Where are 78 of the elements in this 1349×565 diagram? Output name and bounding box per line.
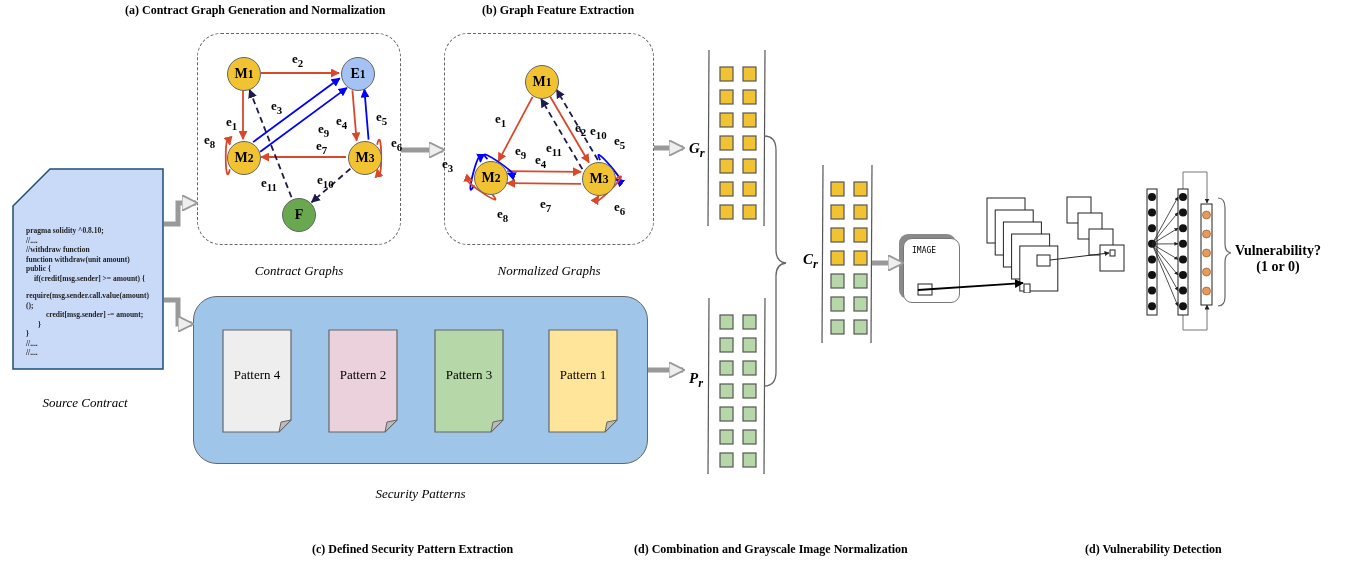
edge-label: e$_{2}$: [575, 121, 587, 138]
arrow: [483, 153, 517, 181]
pattern-document: [328, 329, 398, 433]
arrow: [469, 153, 485, 191]
edge-label: e$_{10}$: [590, 124, 607, 141]
edge-label: e$_{10}$: [317, 173, 334, 190]
block-arrow: [401, 141, 446, 159]
pattern-label: Pattern 3: [444, 367, 494, 383]
pattern-label: Pattern 4: [232, 367, 282, 383]
output-label: Vulnerability? (1 or 0): [1234, 243, 1322, 275]
section-title: (a) Contract Graph Generation and Normalization: [125, 3, 386, 18]
edge-label: e$_{4}$: [336, 114, 348, 131]
block-arrow: [872, 254, 905, 272]
edge-label: e$_{5}$: [614, 134, 626, 151]
arrow: [360, 88, 370, 141]
arrow: [223, 135, 232, 176]
edge-label: e$_{6}$: [391, 136, 403, 153]
graph-node: F: [282, 198, 316, 232]
section-title: (b) Graph Feature Extraction: [482, 3, 635, 18]
panel-caption: Normalized Graphs: [496, 263, 602, 279]
pattern-document: [222, 329, 292, 433]
block-arrow: [164, 297, 195, 333]
edge-label: e$_{4}$: [535, 153, 547, 170]
graph-panel: [197, 33, 401, 245]
patterns-panel: [193, 296, 648, 464]
arrow: [260, 68, 340, 78]
arrow: [506, 178, 582, 188]
arrow: [351, 89, 361, 142]
edge-label: e$_{11}$: [261, 176, 277, 193]
arrow: [248, 88, 293, 199]
panel-caption: Security Patterns: [374, 486, 467, 502]
arrow: [540, 98, 584, 170]
image-label: IMAGE: [912, 246, 937, 255]
arrow: [497, 96, 534, 162]
panel-caption: Source Contract: [41, 395, 129, 411]
arrow: [597, 154, 626, 188]
edge-label: e$_{6}$: [614, 200, 626, 217]
section-title: (c) Defined Security Pattern Extraction: [312, 542, 514, 557]
panel-caption: Contract Graphs: [253, 263, 345, 279]
edge-label: e$_{1}$: [226, 115, 238, 132]
graph-panel: [444, 33, 654, 245]
edge-label: e$_{9}$: [318, 122, 330, 139]
arrow: [310, 167, 352, 204]
arrow: [555, 88, 599, 161]
block-arrow: [164, 194, 199, 227]
source-code-document: [12, 168, 164, 370]
feature-label: P$_{r}$: [689, 370, 704, 391]
edge-label: e$_{8}$: [497, 207, 509, 224]
edge-label: e$_{5}$: [376, 110, 388, 127]
pattern-label: Pattern 1: [558, 367, 608, 383]
arrow: [549, 95, 590, 164]
pattern-label: Pattern 2: [338, 367, 388, 383]
edge-label: e$_{3}$: [442, 157, 454, 174]
pattern-document: [548, 329, 618, 433]
edge-label: e$_{8}$: [204, 133, 216, 150]
section-title: (d) Combination and Grayscale Image Normalization: [634, 542, 908, 557]
arrow: [463, 173, 497, 201]
arrow: [590, 175, 622, 206]
feature-label: G$_{r}$: [689, 140, 705, 161]
block-arrow: [648, 361, 686, 379]
edge-label: e$_{2}$: [292, 52, 304, 69]
arrow: [260, 152, 347, 162]
edge-label: e$_{1}$: [495, 112, 507, 129]
block-arrow: [654, 139, 686, 157]
arrow: [375, 138, 384, 179]
arrow: [917, 279, 1024, 291]
edge-label: e$_{11}$: [546, 141, 562, 158]
arrow: [238, 90, 248, 140]
feature-label: C$_{r}$: [803, 251, 818, 272]
edge-label: e$_{9}$: [515, 144, 527, 161]
pattern-document: [434, 329, 504, 433]
edge-label: e$_{3}$: [271, 99, 283, 116]
edge-label: e$_{7}$: [316, 139, 328, 156]
section-title: (d) Vulnerability Detection: [1085, 542, 1222, 557]
arrow: [252, 77, 341, 143]
arrow: [259, 87, 348, 153]
edge-label: e$_{7}$: [540, 197, 552, 214]
arrow: [506, 167, 582, 177]
